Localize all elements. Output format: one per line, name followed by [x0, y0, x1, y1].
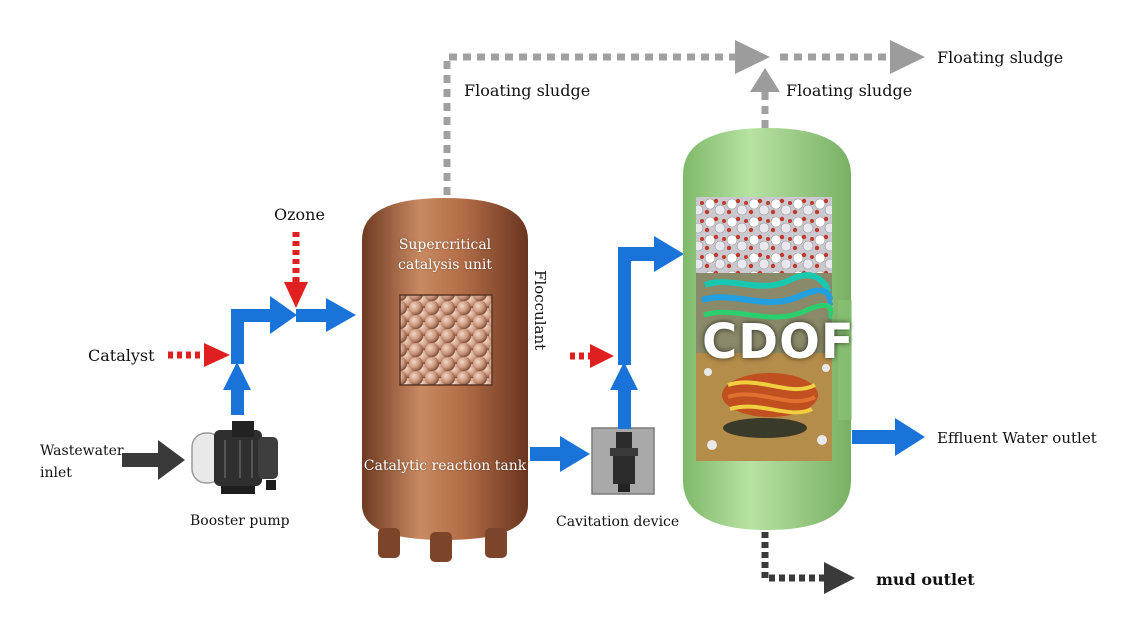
mud-outlet-arrow [761, 532, 855, 594]
sludge-line-left [443, 53, 735, 195]
booster-pump [191, 421, 278, 494]
flow-arrowhead-up-2 [610, 362, 638, 390]
label-mud-outlet: mud outlet [876, 570, 975, 589]
flow-tank-to-cavitation [530, 436, 590, 472]
label-floating-sludge-left: Floating sludge [464, 81, 591, 100]
floating-sludge-lines [443, 53, 890, 195]
flow-pump-to-tank [223, 296, 356, 415]
cavitation-device [591, 427, 655, 495]
sludge-arrowhead-up [750, 68, 780, 92]
ozone-dose-arrow [284, 232, 308, 308]
flow-arrowhead-right-3 [654, 236, 684, 272]
label-cdof: CDOF [702, 314, 855, 370]
flow-riser-lower [231, 385, 244, 415]
wastewater-inlet-arrow [122, 440, 185, 480]
flow-riser-cav-upper [618, 250, 631, 365]
flow-arrowhead-right-1 [270, 296, 297, 334]
effluent-arrow [852, 418, 925, 456]
label-cavitation-device: Cavitation device [556, 514, 680, 530]
floating-sludge-arrowheads [735, 40, 925, 92]
cdof-layer-molecules [696, 197, 832, 273]
label-wastewater-inlet: Wastewater inlet [40, 443, 124, 481]
label-floating-sludge-right: Floating sludge [937, 48, 1064, 67]
sludge-arrowhead-right [890, 40, 925, 74]
flow-arrowhead-up-1 [223, 362, 251, 390]
flow-riser-cav-lower [618, 385, 631, 429]
label-catalyst: Catalyst [88, 346, 155, 365]
cdof-vessel [683, 128, 852, 530]
label-effluent-outlet: Effluent Water outlet [937, 429, 1097, 447]
label-supercritical-unit: Supercritical catalysis unit [398, 237, 492, 273]
label-catalytic-tank: Catalytic reaction tank [363, 458, 527, 474]
label-ozone: Ozone [274, 205, 325, 224]
flow-horizontal-2 [296, 309, 328, 322]
label-floating-sludge-mid: Floating sludge [786, 81, 913, 100]
flow-horizontal-1 [231, 309, 273, 322]
label-flocculant: Flocculant [531, 270, 549, 351]
flow-horizontal-3 [618, 247, 658, 261]
sludge-arrowhead-mid [735, 40, 770, 74]
catalytic-reaction-tank [362, 198, 528, 562]
flocculant-dose-arrow [570, 344, 614, 368]
flow-arrowhead-right-2 [326, 298, 356, 332]
flow-cavitation-to-cdof [610, 236, 684, 429]
flow-riser-upper [231, 312, 244, 364]
catalyst-dose-arrow [168, 343, 230, 367]
label-booster-pump: Booster pump [190, 513, 290, 529]
catalyst-bed-window [399, 294, 493, 386]
